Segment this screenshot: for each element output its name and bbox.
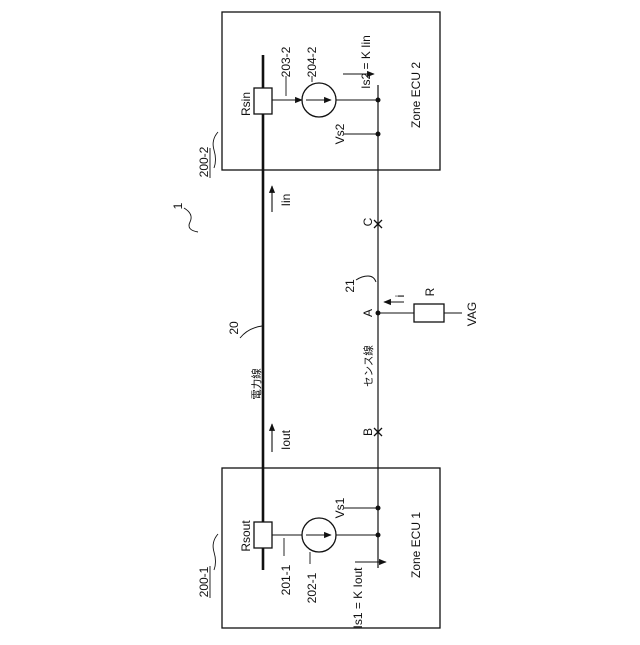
- ecu2-node-top: [376, 98, 381, 103]
- resistor-rsin: [254, 88, 272, 114]
- zone-ecu-2-ref: 200-2: [197, 146, 211, 177]
- leader-200-1: [213, 534, 218, 570]
- zone-ecu-1-ref: 200-1: [197, 566, 211, 597]
- resistor-rsout: [254, 522, 272, 548]
- vs2-label: Vs2: [333, 123, 347, 144]
- point-b-label: B: [361, 428, 375, 436]
- zone-ecu-1-title: Zone ECU 1: [409, 512, 423, 578]
- fault-resistor-label: R: [423, 287, 437, 296]
- node-a: [376, 311, 381, 316]
- rsout-label: Rsout: [239, 520, 253, 552]
- is2-equation: Is2 = K Iin: [359, 35, 373, 89]
- iin-label: Iin: [279, 194, 293, 207]
- ref-202-1: 202-1: [305, 572, 319, 603]
- iout-label: Iout: [279, 429, 293, 450]
- ref-201-1: 201-1: [279, 564, 293, 595]
- leader-200-2: [213, 132, 218, 168]
- vs1-label: Vs1: [333, 497, 347, 518]
- power-line-label: 電力線: [250, 368, 263, 400]
- fault-current-label: i: [393, 295, 407, 298]
- ref-203-2: 203-2: [279, 46, 293, 77]
- sense-line-label: センス線: [362, 345, 375, 387]
- rsin-label: Rsin: [239, 92, 253, 116]
- ref-204-2: 204-2: [305, 46, 319, 77]
- fault-resistor-r: [414, 304, 444, 322]
- ecu1-node-bottom: [376, 533, 381, 538]
- leader-figure-1: [184, 208, 198, 232]
- zone-ecu-2-title: Zone ECU 2: [409, 62, 423, 128]
- point-c-label: C: [361, 217, 375, 226]
- sense-line-ref: 21: [343, 279, 357, 293]
- ecu1-node-top: [376, 506, 381, 511]
- power-line-ref: 20: [227, 321, 241, 335]
- leader-21: [356, 276, 376, 282]
- is1-equation: Is1 = K Iout: [351, 567, 365, 629]
- vag-label: VAG: [465, 302, 479, 326]
- point-a-label: A: [361, 309, 375, 317]
- leader-20: [240, 326, 262, 338]
- figure-number: 1: [171, 202, 185, 209]
- ecu2-node-bottom: [376, 132, 381, 137]
